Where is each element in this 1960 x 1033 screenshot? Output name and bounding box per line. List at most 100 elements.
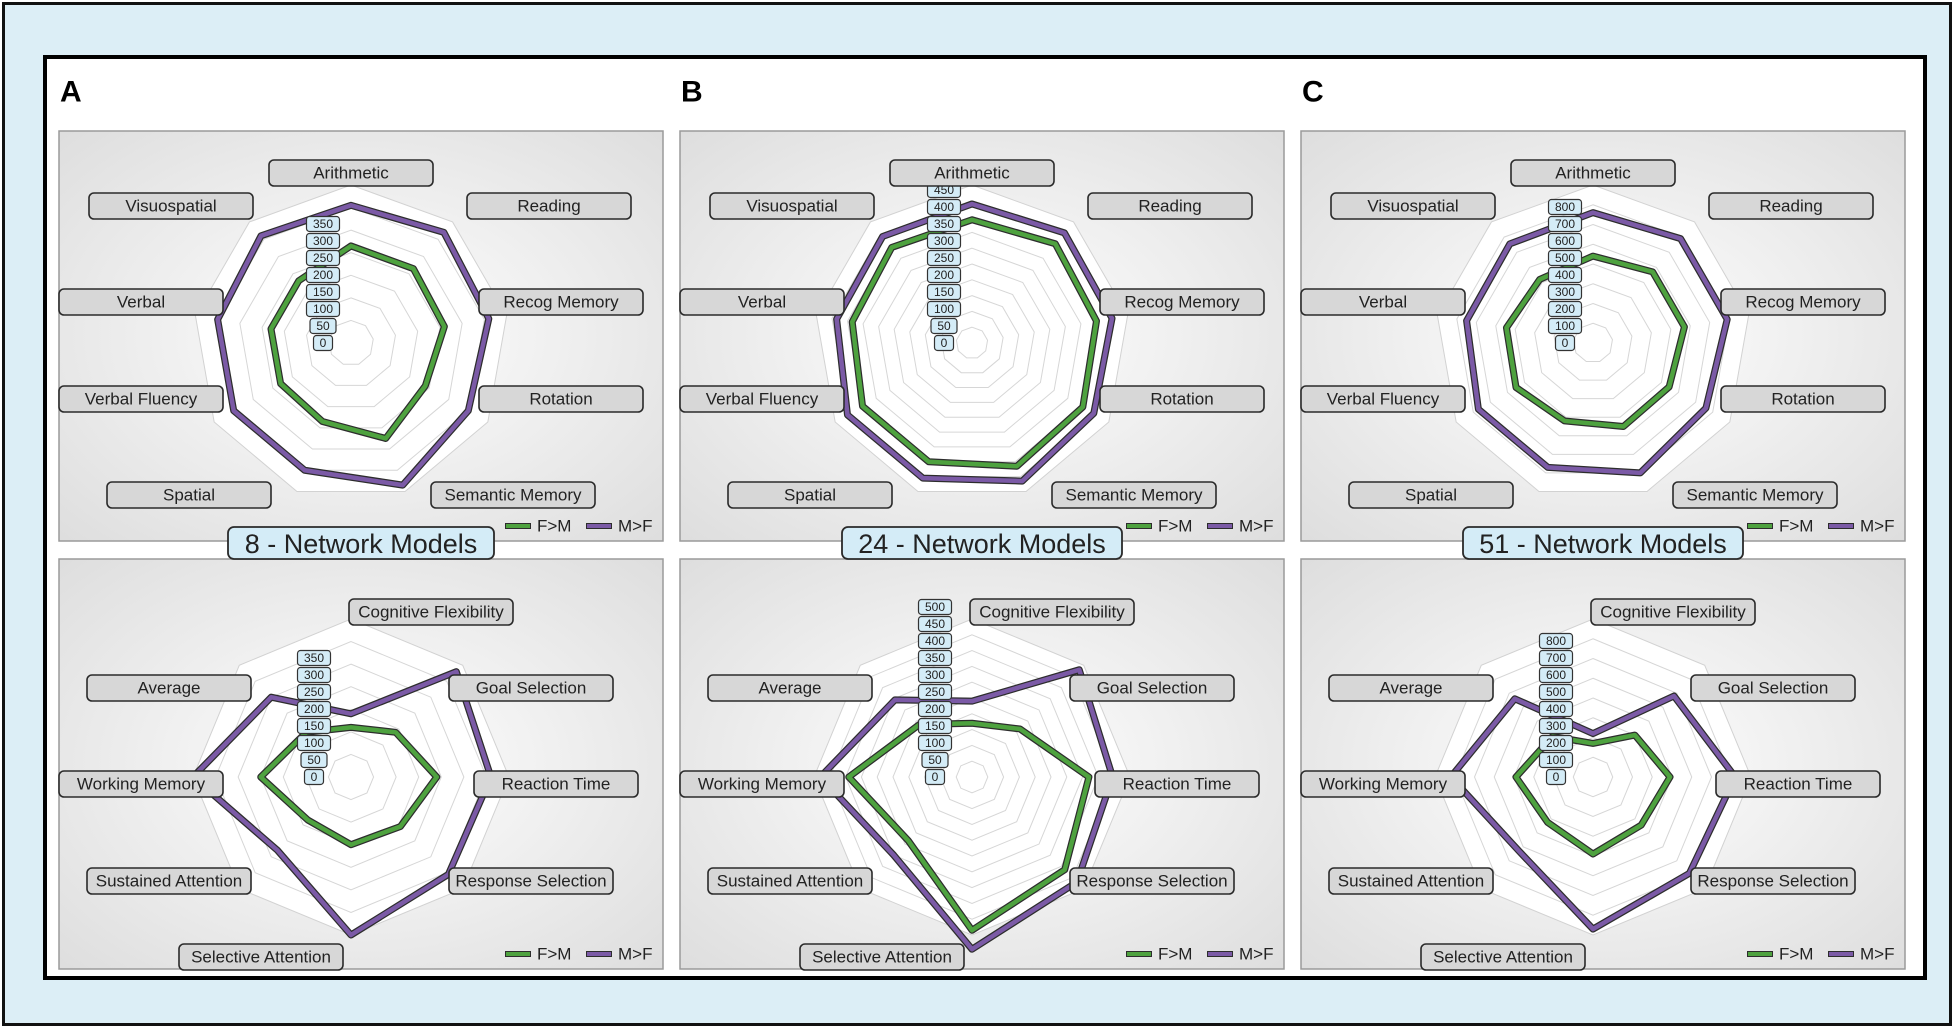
category-label-box <box>348 598 514 626</box>
tick-label: 350 <box>934 217 954 231</box>
radar-grid-ring <box>845 650 1099 904</box>
category-label-box <box>1672 481 1838 509</box>
category-label: Verbal <box>738 293 786 312</box>
tick-label: 500 <box>1546 685 1566 699</box>
legend-label-f-gt-m: F>M <box>1779 945 1813 964</box>
tick-label-box <box>1538 649 1574 667</box>
category-label: Selective Attention <box>812 948 952 967</box>
radar-grid-ring <box>1495 243 1691 437</box>
tick-label-box <box>924 768 946 786</box>
category-label-box <box>707 674 873 702</box>
legend-label-f-gt-m: F>M <box>537 517 571 536</box>
tick-label-box <box>1547 198 1583 216</box>
category-label: Reading <box>1759 197 1822 216</box>
tick-label: 300 <box>304 668 324 682</box>
category-label-box <box>1328 867 1494 895</box>
tick-label: 200 <box>925 702 945 716</box>
category-label-box <box>1300 288 1466 316</box>
category-label-box <box>1510 159 1676 187</box>
tick-label-box <box>305 300 341 318</box>
tick-label: 150 <box>925 719 945 733</box>
category-label-box <box>478 385 644 413</box>
category-label-box <box>1069 674 1235 702</box>
category-label-box <box>1300 385 1466 413</box>
category-label: Reaction Time <box>502 775 611 794</box>
tick-label: 800 <box>1555 200 1575 214</box>
category-label: Cognitive Flexibility <box>979 603 1125 622</box>
legend-label-f-gt-m: F>M <box>1158 517 1192 536</box>
tick-label-box <box>300 751 328 769</box>
category-label: Recog Memory <box>503 293 619 312</box>
tick-label: 250 <box>934 251 954 265</box>
tick-label: 50 <box>937 319 951 333</box>
tick-label-box <box>917 615 953 633</box>
tick-label: 100 <box>934 302 954 316</box>
radar-grid-ring <box>1572 756 1614 798</box>
tick-label-box <box>296 683 332 701</box>
radar-outer-ring <box>815 184 1129 492</box>
radar-outer-ring <box>1436 184 1750 492</box>
radar-chart-C-top: 0100200300400500600700800ArithmeticReadi… <box>1300 130 1906 542</box>
tick-label-box <box>1538 666 1574 684</box>
radar-grid-ring <box>1493 677 1693 877</box>
column-title-text: 24 - Network Models <box>858 529 1106 559</box>
tick-label-box <box>917 666 953 684</box>
legend-label-f-gt-m: F>M <box>537 945 571 964</box>
category-label: Reading <box>1138 197 1201 216</box>
legend-label-f-gt-m: F>M <box>1158 945 1192 964</box>
radar-grid-ring <box>829 634 1115 920</box>
tick-label: 500 <box>925 600 945 614</box>
column-title-box <box>227 526 495 560</box>
radar-chart-A-top: 050100150200250300350ArithmeticReadingRe… <box>58 130 664 542</box>
category-label: Semantic Memory <box>1066 486 1203 505</box>
category-label-box <box>1099 288 1265 316</box>
category-label-box <box>58 770 224 798</box>
category-label: Goal Selection <box>1718 679 1829 698</box>
tick-label-box <box>1538 683 1574 701</box>
category-label: Average <box>137 679 200 698</box>
legend-label-m-gt-f: M>F <box>1860 945 1894 964</box>
tick-label: 300 <box>313 234 333 248</box>
tick-label: 700 <box>1546 651 1566 665</box>
tick-label: 600 <box>1555 234 1575 248</box>
tick-label: 250 <box>304 685 324 699</box>
category-label-box <box>679 770 845 798</box>
tick-label-box <box>926 283 962 301</box>
category-label-box <box>1420 943 1586 971</box>
series-line-m-gt-f <box>818 667 1115 952</box>
category-label: Sustained Attention <box>717 872 864 891</box>
radar-grid-ring <box>955 760 989 794</box>
category-label: Response Selection <box>1076 872 1227 891</box>
tick-label-box <box>1554 334 1576 352</box>
category-label-box <box>1720 288 1886 316</box>
tick-label-box <box>1547 317 1583 335</box>
series-line-f-gt-m <box>258 725 440 847</box>
tick-label-box <box>1538 717 1574 735</box>
tick-label-box <box>917 700 953 718</box>
tick-label: 700 <box>1555 217 1575 231</box>
category-label-box <box>1099 385 1265 413</box>
tick-label-box <box>930 317 958 335</box>
radar-outer-ring <box>194 184 508 492</box>
tick-label-box <box>296 734 332 752</box>
tick-label-box <box>933 334 955 352</box>
column-title-text: 51 - Network Models <box>1479 529 1727 559</box>
tick-label-box <box>305 283 341 301</box>
category-label: Verbal Fluency <box>85 390 198 409</box>
series-line-m-gt-f <box>1464 210 1730 476</box>
category-label-box <box>473 770 639 798</box>
tick-label: 400 <box>934 200 954 214</box>
legend-label-m-gt-f: M>F <box>618 945 652 964</box>
category-label: Verbal Fluency <box>1327 390 1440 409</box>
tick-label: 100 <box>313 302 333 316</box>
column-title-a: 8 - Network Models <box>227 526 495 560</box>
category-label-box <box>1300 770 1466 798</box>
tick-label: 300 <box>934 234 954 248</box>
category-label-box <box>106 481 272 509</box>
series-line-f-gt-m <box>849 217 1099 469</box>
category-label: Working Memory <box>1319 775 1448 794</box>
tick-label: 50 <box>307 753 321 767</box>
tick-label: 0 <box>1562 336 1569 350</box>
